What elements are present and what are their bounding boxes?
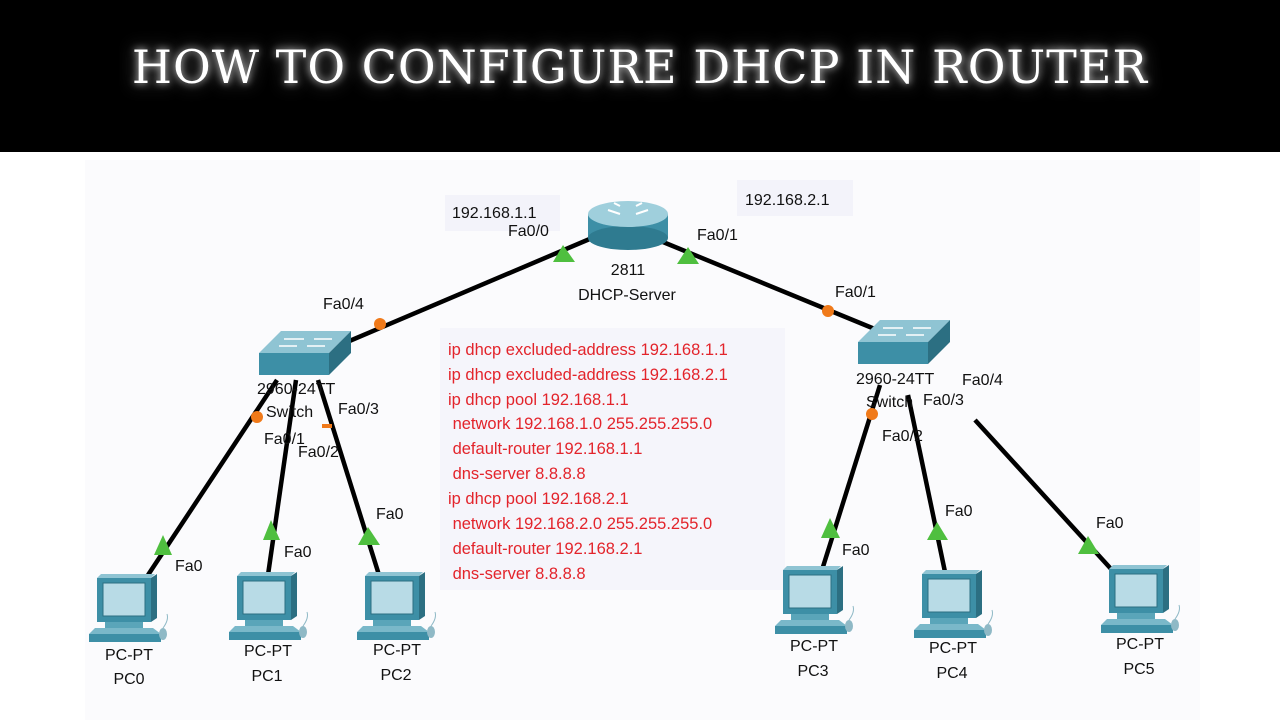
link-up-icon bbox=[821, 518, 840, 538]
link-router-switch-right bbox=[662, 239, 883, 335]
link-up-icon bbox=[553, 245, 575, 262]
router-icon[interactable] bbox=[588, 201, 668, 250]
link-up-markers bbox=[154, 245, 1099, 555]
pc1-port: Fa0 bbox=[284, 544, 312, 561]
link-pending-icon bbox=[866, 408, 878, 420]
config-line: network 192.168.2.0 255.255.255.0 bbox=[448, 515, 712, 533]
pc1-type: PC-PT bbox=[244, 643, 292, 660]
switch-left-port-1: Fa0/1 bbox=[264, 431, 305, 448]
link-up-icon bbox=[1078, 536, 1099, 554]
switch-right-port-2: Fa0/2 bbox=[882, 428, 923, 445]
pc2-name: PC2 bbox=[380, 667, 411, 684]
router-port-right: Fa0/1 bbox=[697, 227, 738, 244]
config-line: network 192.168.1.0 255.255.255.0 bbox=[448, 415, 712, 433]
switch-right-model: 2960-24TT bbox=[856, 371, 934, 388]
pc-icon[interactable] bbox=[913, 569, 993, 639]
switch-right-port-4: Fa0/4 bbox=[962, 372, 1003, 389]
switch-left-port-2: Fa0/2 bbox=[298, 444, 339, 461]
pc-icon[interactable] bbox=[1100, 564, 1180, 634]
link-pending-icon bbox=[251, 411, 263, 423]
link-pending-markers bbox=[251, 305, 878, 428]
topology-canvas: 192.168.1.1 192.168.2.1 Fa0/0 Fa0/1 2811… bbox=[0, 152, 1280, 720]
config-line: ip dhcp excluded-address 192.168.1.1 bbox=[448, 341, 728, 359]
pc4-type: PC-PT bbox=[929, 640, 977, 657]
ip-label-box bbox=[737, 180, 853, 216]
link-up-icon bbox=[154, 535, 172, 555]
pc4-name: PC4 bbox=[936, 665, 967, 682]
pc2-port: Fa0 bbox=[376, 506, 404, 523]
pc1-name: PC1 bbox=[251, 668, 282, 685]
pc-icon[interactable] bbox=[774, 565, 854, 635]
pc0-type: PC-PT bbox=[105, 647, 153, 664]
banner: HOW TO CONFIGURE DHCP IN ROUTER bbox=[0, 0, 1280, 152]
page-title: HOW TO CONFIGURE DHCP IN ROUTER bbox=[131, 40, 1149, 94]
pc0-port: Fa0 bbox=[175, 558, 203, 575]
link-up-icon bbox=[677, 247, 699, 264]
config-line: ip dhcp excluded-address 192.168.2.1 bbox=[448, 366, 728, 384]
switch-right-name: Switch bbox=[866, 394, 913, 411]
router-ip-left: 192.168.1.1 bbox=[452, 205, 537, 222]
router-name: DHCP-Server bbox=[578, 287, 676, 304]
switch-left-port-3: Fa0/3 bbox=[338, 401, 379, 418]
config-line: ip dhcp pool 192.168.2.1 bbox=[448, 490, 629, 508]
config-line: ip dhcp pool 192.168.1.1 bbox=[448, 391, 629, 409]
pc-icon[interactable] bbox=[88, 573, 168, 643]
pc5-type: PC-PT bbox=[1116, 636, 1164, 653]
link-pending-icon bbox=[322, 424, 332, 428]
link-up-icon bbox=[263, 520, 280, 540]
link-switch-pc4 bbox=[905, 394, 948, 573]
link-pending-icon bbox=[822, 305, 834, 317]
link-up-icon bbox=[358, 527, 380, 545]
topology-diagram: 192.168.1.1 192.168.2.1 Fa0/0 Fa0/1 2811… bbox=[85, 160, 1200, 720]
pc3-name: PC3 bbox=[797, 663, 828, 680]
router-model: 2811 bbox=[611, 262, 646, 279]
pc3-port: Fa0 bbox=[842, 542, 870, 559]
router-ip-right: 192.168.2.1 bbox=[745, 192, 830, 209]
router-port-left: Fa0/0 bbox=[508, 223, 549, 240]
link-pending-icon bbox=[374, 318, 386, 330]
pc-icon[interactable] bbox=[356, 571, 436, 641]
pc5-name: PC5 bbox=[1123, 661, 1154, 678]
dhcp-config: ip dhcp excluded-address 192.168.1.1 ip … bbox=[448, 341, 728, 583]
switch-left-model: 2960-24TT bbox=[257, 381, 335, 398]
pc3-type: PC-PT bbox=[790, 638, 838, 655]
pc5-port: Fa0 bbox=[1096, 515, 1124, 532]
link-switch-pc1 bbox=[265, 379, 299, 576]
ip-label-box bbox=[445, 195, 560, 231]
pc4-port: Fa0 bbox=[945, 503, 973, 520]
pc-icon[interactable] bbox=[228, 571, 308, 641]
pc0-name: PC0 bbox=[113, 671, 144, 688]
config-line: dns-server 8.8.8.8 bbox=[448, 465, 586, 483]
pc2-type: PC-PT bbox=[373, 642, 421, 659]
switch-left-name: Switch bbox=[266, 404, 313, 421]
config-line: dns-server 8.8.8.8 bbox=[448, 565, 586, 583]
switch-left-uplink-port: Fa0/4 bbox=[323, 296, 364, 313]
switch-right-port-3: Fa0/3 bbox=[923, 392, 964, 409]
config-line: default-router 192.168.2.1 bbox=[448, 540, 642, 558]
link-up-icon bbox=[927, 522, 948, 540]
config-line: default-router 192.168.1.1 bbox=[448, 440, 642, 458]
switch-right-uplink-port: Fa0/1 bbox=[835, 284, 876, 301]
config-box bbox=[440, 328, 785, 590]
